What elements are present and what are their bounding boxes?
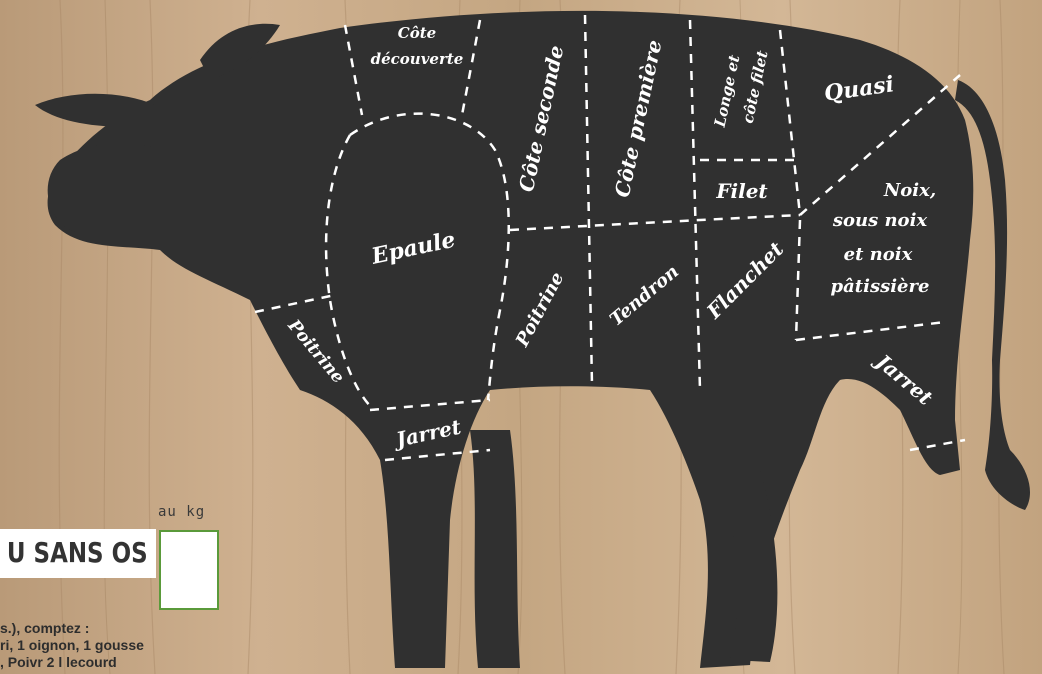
price-input-box[interactable]	[159, 530, 219, 610]
price-tag: au kg U SANS OS	[0, 500, 240, 620]
desc-line: s.), comptez :	[0, 620, 240, 637]
desc-line: ri, 1 oignon, 1 gousse	[0, 637, 240, 654]
desc-line: , Poivr 2 l lecourd	[0, 654, 240, 671]
cut-noix-line3: et noix	[844, 244, 913, 265]
price-unit: au kg	[158, 504, 205, 520]
cut-filet: Filet	[715, 179, 768, 203]
product-title: U SANS OS	[7, 536, 148, 569]
cut-noix-line4: pâtissière	[831, 276, 930, 297]
cut-noix-line1: Noix,	[883, 180, 936, 201]
cut-noix-line2: sous noix	[832, 210, 928, 231]
title-banner: U SANS OS	[0, 529, 156, 578]
recipe-description: s.), comptez : ri, 1 oignon, 1 gousse , …	[0, 620, 240, 671]
cut-cote-decouverte-line2: découverte	[371, 50, 464, 68]
cut-cote-decouverte-line1: Côte	[398, 24, 436, 42]
